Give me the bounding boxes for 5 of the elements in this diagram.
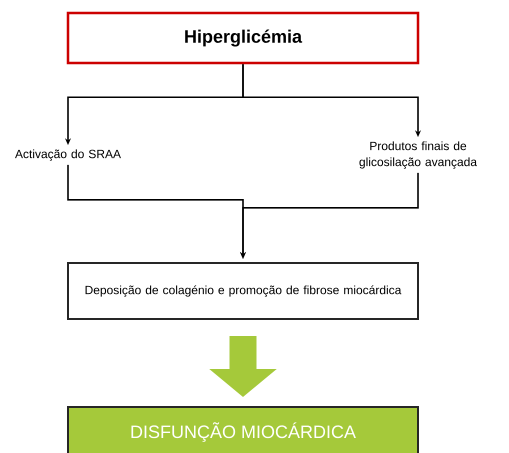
cause-text: Produtos finais de glicosilação avançada bbox=[359, 141, 477, 169]
title-box: Hiperglicémia bbox=[66, 12, 420, 64]
process-box: Deposição de colagénio e promoção de fibrose miocárdica bbox=[67, 262, 419, 320]
outcome-box: DISFUNÇÃO MIOCÁRDICA bbox=[67, 406, 419, 453]
cause-text: Activação do SRAA bbox=[15, 149, 121, 161]
